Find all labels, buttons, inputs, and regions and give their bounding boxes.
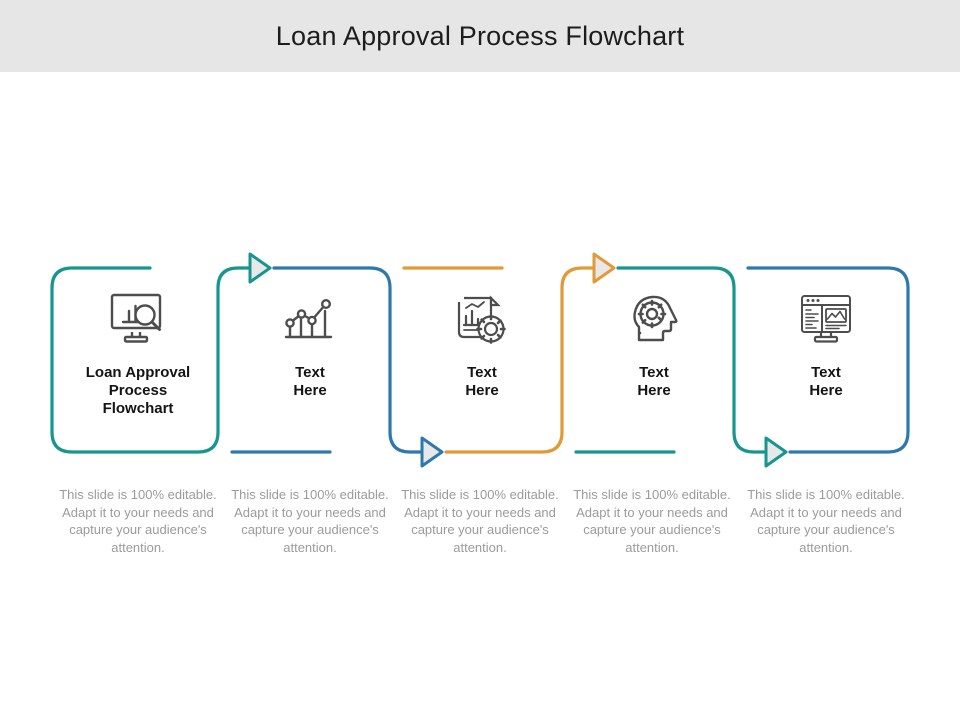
connector-arrow-1 — [248, 252, 272, 284]
flow-card-1-label: Loan Approval Process Flowchart — [85, 364, 191, 417]
connector-arrow-2 — [420, 436, 444, 468]
monitor-dashboard-layout-icon — [794, 290, 858, 350]
flow-caption-5: This slide is 100% editable. Adapt it to… — [747, 487, 905, 555]
step-2-frame — [230, 266, 422, 454]
flow-caption-3: This slide is 100% editable. Adapt it to… — [401, 487, 559, 555]
connector-arrow-3 — [592, 252, 616, 284]
flow-card-3[interactable]: Text Here — [396, 250, 568, 446]
step-5-frame — [746, 266, 910, 454]
flow-caption-1: This slide is 100% editable. Adapt it to… — [59, 487, 217, 555]
monitor-bar-chart-magnifier-icon — [106, 290, 170, 350]
flow-card-5[interactable]: Text Here — [740, 250, 912, 446]
flow-card-5-label: Text Here — [809, 364, 843, 399]
bar-chart-trend-line-icon — [278, 290, 342, 350]
page-title: Loan Approval Process Flowchart — [275, 20, 685, 51]
flowchart-connectors-layer — [0, 250, 960, 470]
step-3-frame — [402, 266, 594, 454]
flow-card-3-label: Text Here — [465, 364, 499, 399]
flow-caption-2: This slide is 100% editable. Adapt it to… — [231, 487, 389, 555]
connector-arrow-4 — [764, 436, 788, 468]
step-4-frame — [574, 266, 766, 454]
report-document-gear-icon — [450, 290, 514, 350]
flow-card-1[interactable]: Loan Approval Process Flowchart — [52, 250, 224, 446]
flow-caption-4: This slide is 100% editable. Adapt it to… — [573, 487, 731, 555]
head-gear-mind-icon — [622, 290, 686, 350]
flow-card-2-label: Text Here — [293, 364, 327, 399]
flow-card-2[interactable]: Text Here — [224, 250, 396, 446]
step-1-frame — [50, 266, 250, 454]
slide-header: Loan Approval Process Flowchart — [0, 0, 960, 72]
flow-card-4-label: Text Here — [637, 364, 671, 399]
flow-card-4[interactable]: Text Here — [568, 250, 740, 446]
flowchart-cards-layer: Loan Approval Process Flowchart Text Her… — [0, 250, 960, 470]
captions-layer: This slide is 100% editable. Adapt it to… — [0, 486, 960, 586]
